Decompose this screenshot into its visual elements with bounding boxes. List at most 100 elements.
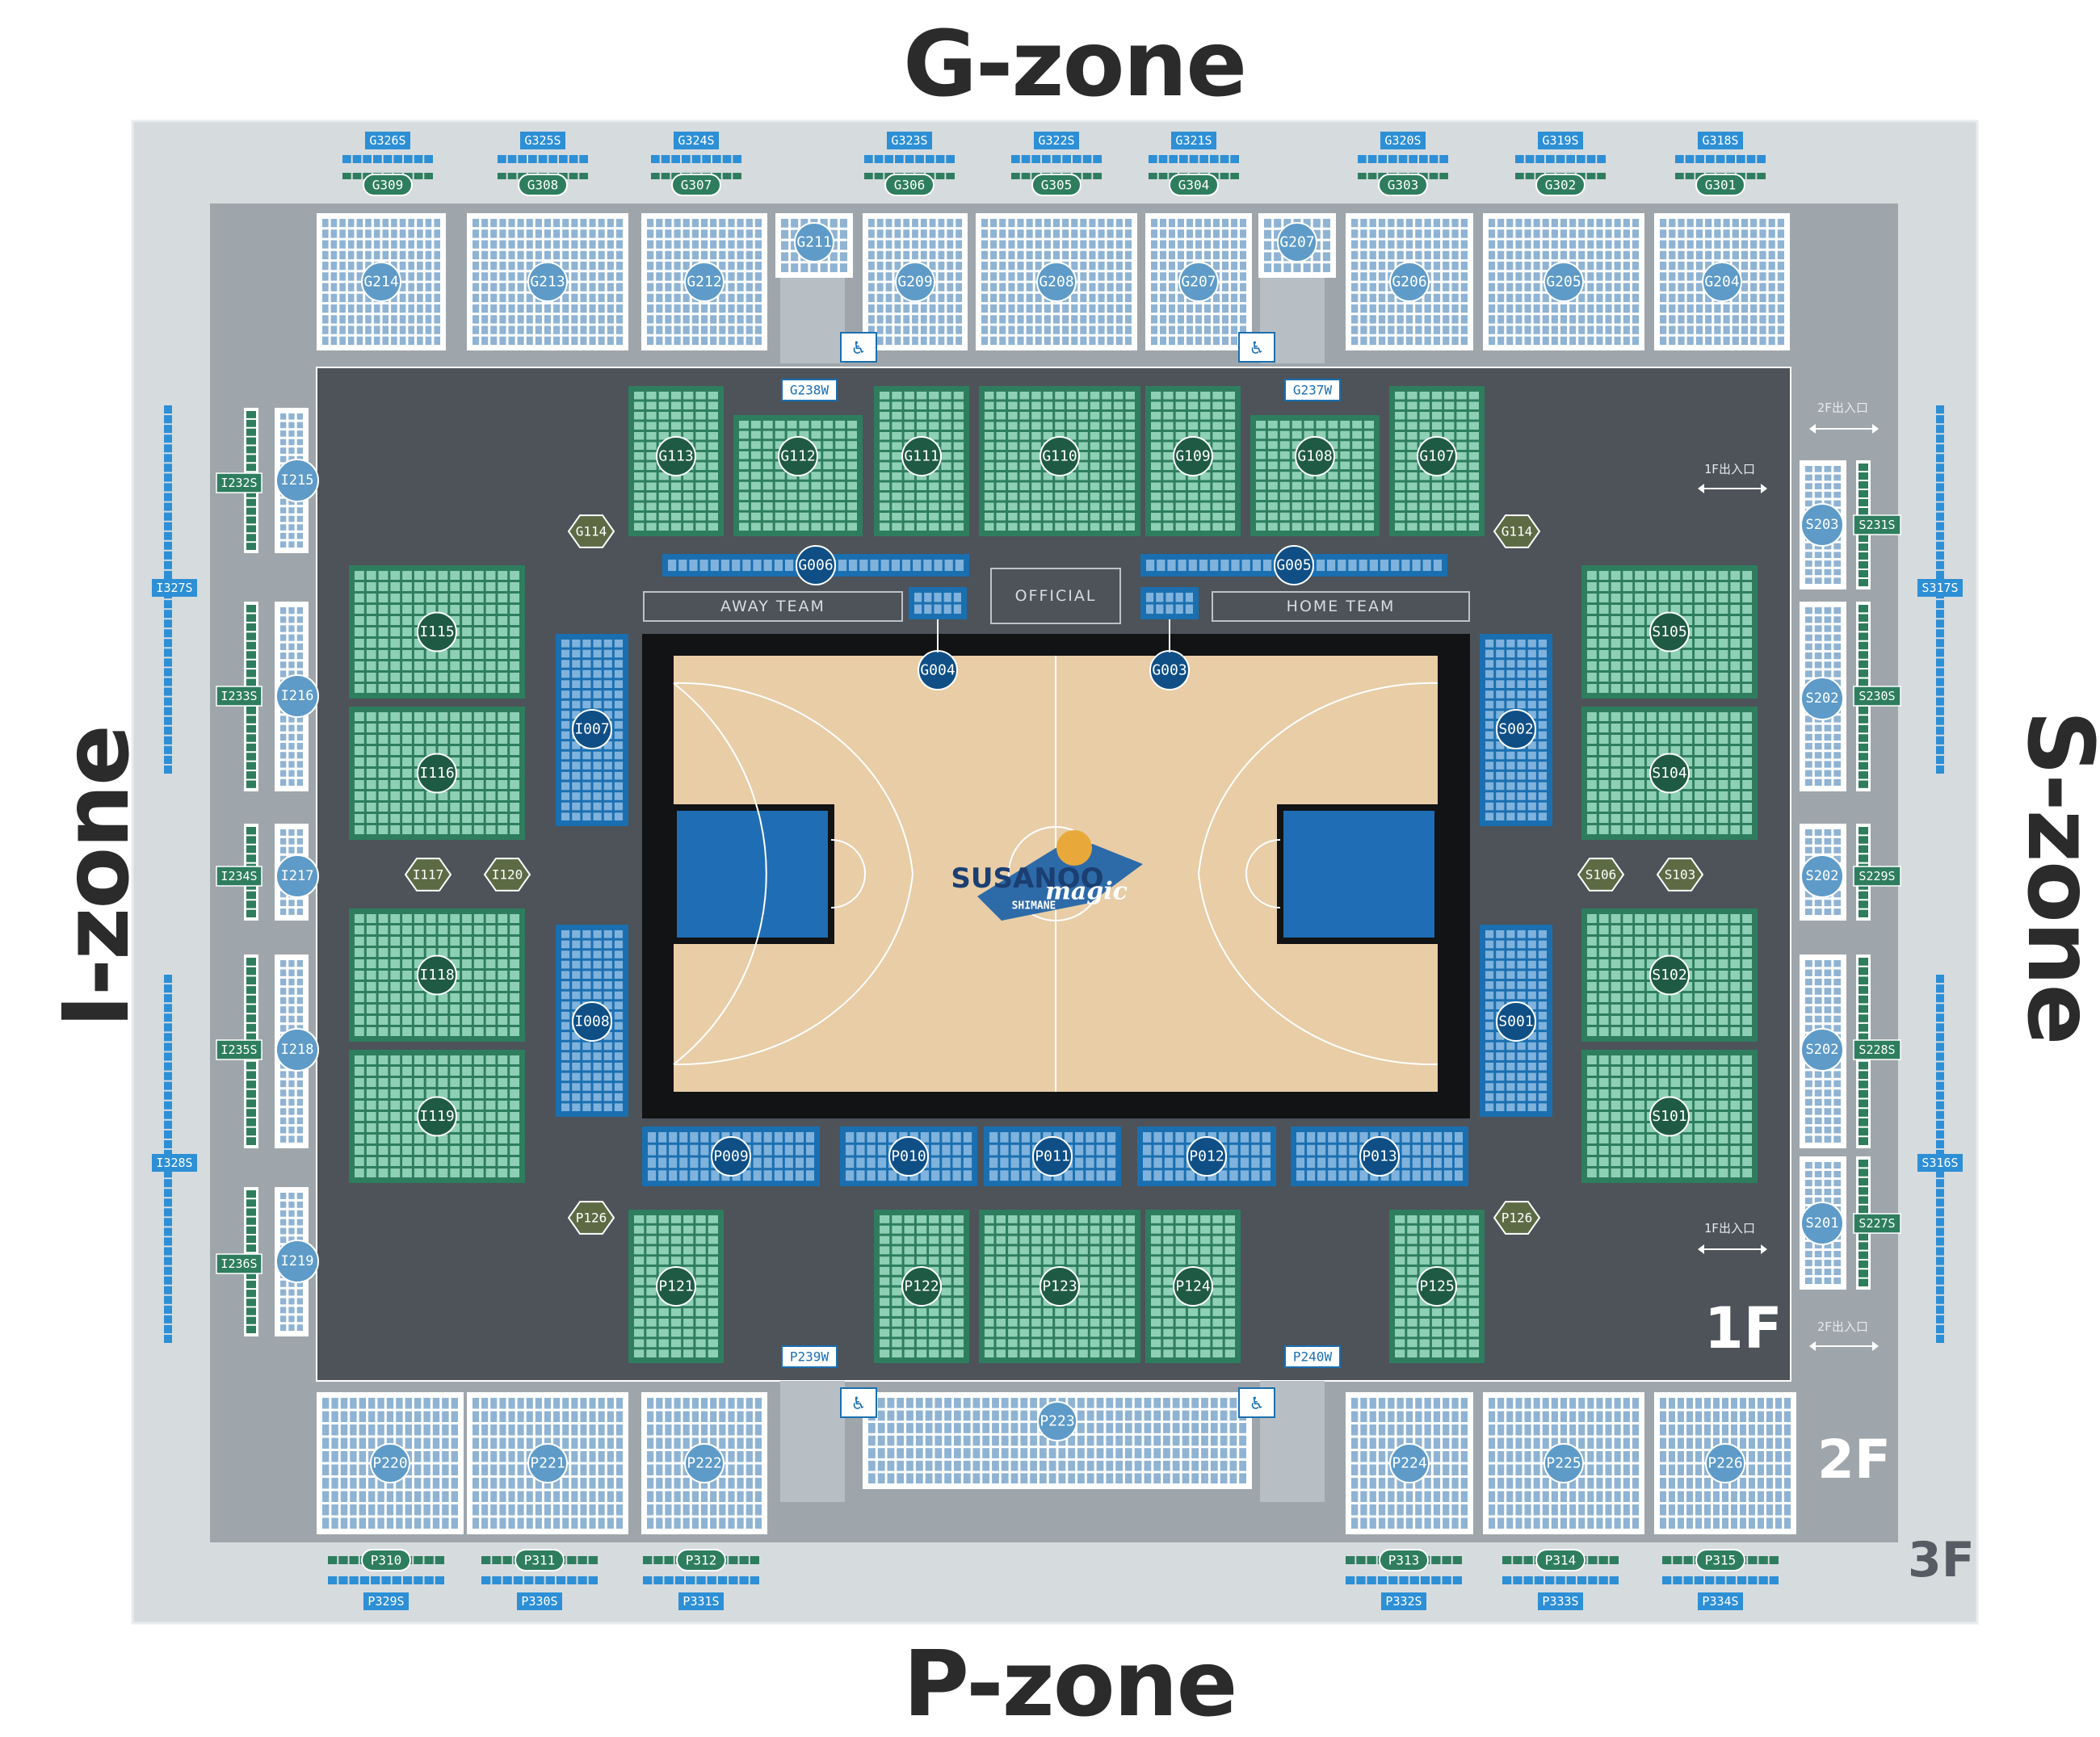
section-g209[interactable]: G209 [863, 213, 968, 350]
section-g208[interactable]: G208 [976, 213, 1137, 350]
section-g107[interactable]: G107 [1389, 386, 1485, 536]
tag-g325s[interactable] [520, 132, 565, 149]
section-s104[interactable]: S104 [1581, 707, 1758, 840]
section-p126[interactable]: P126 [1493, 1201, 1541, 1235]
tag-g308[interactable] [518, 174, 568, 196]
tag-p315[interactable] [1695, 1549, 1745, 1571]
section-p220[interactable]: P220 [317, 1392, 464, 1534]
section-i117[interactable]: I117 [404, 858, 452, 892]
section-g214[interactable]: G214 [317, 213, 446, 350]
section-i007[interactable]: I007 [556, 634, 628, 826]
section-p123[interactable]: P123 [979, 1210, 1140, 1363]
section-s202[interactable]: S202 [1800, 602, 1846, 791]
tag-g301[interactable] [1695, 174, 1745, 196]
tag-i327s[interactable] [152, 579, 197, 597]
tag-s316s[interactable] [1917, 1154, 1963, 1172]
tag-g324s[interactable] [674, 132, 719, 149]
section-p012[interactable]: P012 [1137, 1127, 1276, 1186]
section-g213[interactable]: G213 [467, 213, 628, 350]
section-g206[interactable]: G206 [1346, 213, 1473, 350]
section-p222[interactable]: P222 [641, 1392, 767, 1534]
section-i215[interactable]: I215 [275, 408, 319, 553]
tag-p313[interactable] [1379, 1549, 1429, 1571]
section-p221[interactable]: P221 [467, 1392, 628, 1534]
section-i116[interactable]: I116 [349, 707, 525, 840]
tag-s229s[interactable] [1853, 866, 1901, 887]
tag-i235s[interactable] [216, 1039, 262, 1060]
tag-g307[interactable] [671, 174, 721, 196]
section-p121[interactable]: P121 [628, 1210, 724, 1363]
section-i120[interactable]: I120 [483, 858, 531, 892]
section-s203[interactable]: S203 [1800, 460, 1846, 589]
tag-p314[interactable] [1535, 1549, 1586, 1571]
section-p011[interactable]: P011 [984, 1127, 1121, 1186]
tag-g306[interactable] [884, 174, 934, 196]
section-g109[interactable]: G109 [1145, 386, 1241, 536]
section-p224[interactable]: P224 [1346, 1392, 1473, 1534]
section-g205[interactable]: G205 [1483, 213, 1644, 350]
section-p225[interactable]: P225 [1483, 1392, 1644, 1534]
tag-p330s[interactable] [517, 1592, 562, 1610]
tag-g238w[interactable] [781, 379, 838, 401]
tag-g323s[interactable] [887, 132, 932, 149]
section-i119[interactable]: I119 [349, 1050, 525, 1183]
tag-i233s[interactable] [216, 686, 262, 707]
section-g207[interactable]: G207 [1145, 213, 1252, 350]
section-g114[interactable]: G114 [1493, 514, 1541, 548]
section-p125[interactable]: P125 [1389, 1210, 1485, 1363]
tag-p333s[interactable] [1538, 1592, 1583, 1610]
tag-s230s[interactable] [1853, 686, 1901, 707]
section-g108[interactable]: G108 [1250, 415, 1380, 536]
section-i115[interactable]: I115 [349, 565, 525, 699]
section-g110[interactable]: G110 [979, 386, 1140, 536]
tag-g304[interactable] [1169, 174, 1219, 196]
section-i008[interactable]: I008 [556, 925, 628, 1117]
tag-p239w[interactable] [781, 1345, 838, 1368]
tag-i236s[interactable] [216, 1253, 262, 1274]
tag-s317s[interactable] [1917, 579, 1963, 597]
section-s101[interactable]: S101 [1581, 1050, 1758, 1183]
tag-g319s[interactable] [1538, 132, 1583, 149]
tag-s231s[interactable] [1853, 514, 1901, 535]
section-s106[interactable]: S106 [1577, 858, 1625, 892]
section-g006[interactable]: G006 [662, 545, 969, 585]
tag-p329s[interactable] [363, 1592, 409, 1610]
tag-p331s[interactable] [678, 1592, 724, 1610]
section-s001[interactable]: S001 [1480, 925, 1552, 1117]
tag-g237w[interactable] [1284, 379, 1341, 401]
tag-g321s[interactable] [1171, 132, 1216, 149]
section-s105[interactable]: S105 [1581, 565, 1758, 699]
tag-p310[interactable] [361, 1549, 411, 1571]
section-g004[interactable]: G004 [909, 587, 967, 690]
section-p223[interactable]: P223 [863, 1392, 1252, 1489]
section-p013[interactable]: P013 [1291, 1127, 1468, 1186]
tag-p311[interactable] [514, 1549, 565, 1571]
tag-s227s[interactable] [1853, 1213, 1901, 1234]
tag-i234s[interactable] [216, 866, 262, 887]
section-i219[interactable]: I219 [275, 1187, 319, 1336]
section-s002[interactable]: S002 [1480, 634, 1552, 826]
tag-i232s[interactable] [216, 472, 262, 493]
section-s103[interactable]: S103 [1656, 858, 1704, 892]
tag-g302[interactable] [1535, 174, 1586, 196]
section-g211[interactable]: G211 [775, 213, 853, 278]
tag-g305[interactable] [1031, 174, 1082, 196]
section-p126[interactable]: P126 [567, 1201, 615, 1235]
section-p226[interactable]: P226 [1654, 1392, 1796, 1534]
section-i216[interactable]: I216 [275, 602, 319, 791]
section-s201[interactable]: S201 [1800, 1156, 1846, 1290]
tag-p240w[interactable] [1284, 1345, 1341, 1368]
tag-i328s[interactable] [152, 1154, 197, 1172]
section-p010[interactable]: P010 [840, 1127, 977, 1186]
tag-g303[interactable] [1378, 174, 1428, 196]
tag-g318s[interactable] [1698, 132, 1743, 149]
section-g111[interactable]: G111 [874, 386, 969, 536]
section-s102[interactable]: S102 [1581, 908, 1758, 1042]
section-g204[interactable]: G204 [1654, 213, 1790, 350]
tag-g326s[interactable] [365, 132, 410, 149]
tag-g322s[interactable] [1034, 132, 1079, 149]
tag-p312[interactable] [676, 1549, 726, 1571]
section-g003[interactable]: G003 [1140, 587, 1199, 690]
section-g114[interactable]: G114 [567, 514, 615, 548]
tag-p332s[interactable] [1381, 1592, 1426, 1610]
